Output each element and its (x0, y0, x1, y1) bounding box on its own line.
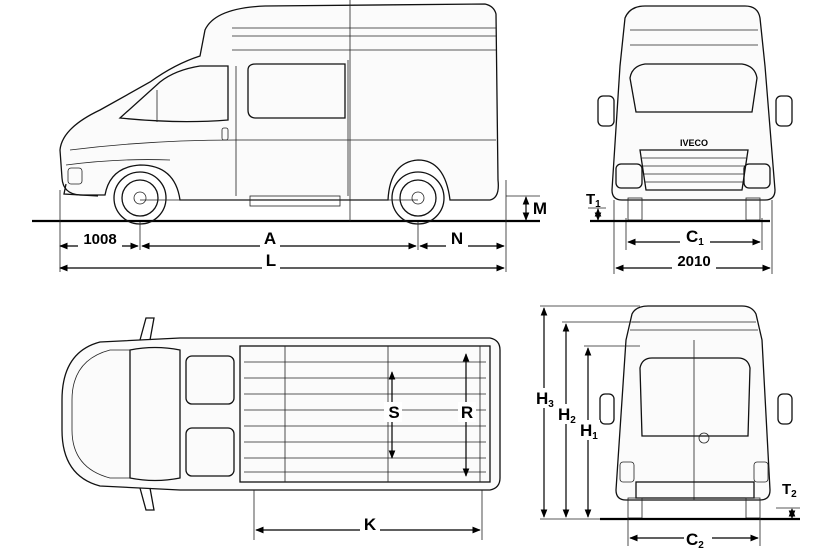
rear-overhang-label: N (451, 229, 463, 248)
top-view (61, 317, 501, 540)
front-dimensions: C1 2010 T1 (586, 191, 771, 272)
front-view: IVECO (597, 5, 793, 274)
front-height-offset-label: T1 (586, 191, 601, 210)
overall-width-label: 2010 (677, 253, 710, 270)
load-width-rear-label: R (461, 403, 473, 422)
side-view (32, 0, 540, 272)
badge-text: IVECO (680, 138, 708, 148)
overall-height-label: H3 (536, 389, 554, 410)
front-wheel (113, 171, 167, 225)
rear-wheel (391, 171, 445, 225)
rear-height-offset-label: T2 (782, 481, 797, 500)
left-mirror (597, 95, 615, 127)
top-mirror-right (139, 487, 155, 511)
right-mirror (775, 95, 793, 127)
top-mirror-left (139, 317, 155, 341)
rear-view (540, 305, 800, 546)
load-width-label: S (388, 403, 399, 422)
front-overhang-label: 1008 (83, 231, 116, 248)
roof-height-label: H2 (558, 405, 576, 426)
side-dimensions: 1008 A N L M (59, 195, 547, 272)
rear-dimensions: H3 H2 H1 T2 C2 (534, 307, 797, 551)
front-track-label: C1 (686, 227, 704, 248)
rear-track-label: C2 (686, 530, 704, 551)
body-height-label: H1 (580, 421, 598, 442)
overall-length-label: L (266, 251, 276, 270)
ground-clearance-label: M (533, 199, 547, 218)
wheelbase-label: A (264, 229, 276, 248)
top-dimensions: S R K (255, 353, 481, 534)
load-length-label: K (364, 515, 377, 534)
